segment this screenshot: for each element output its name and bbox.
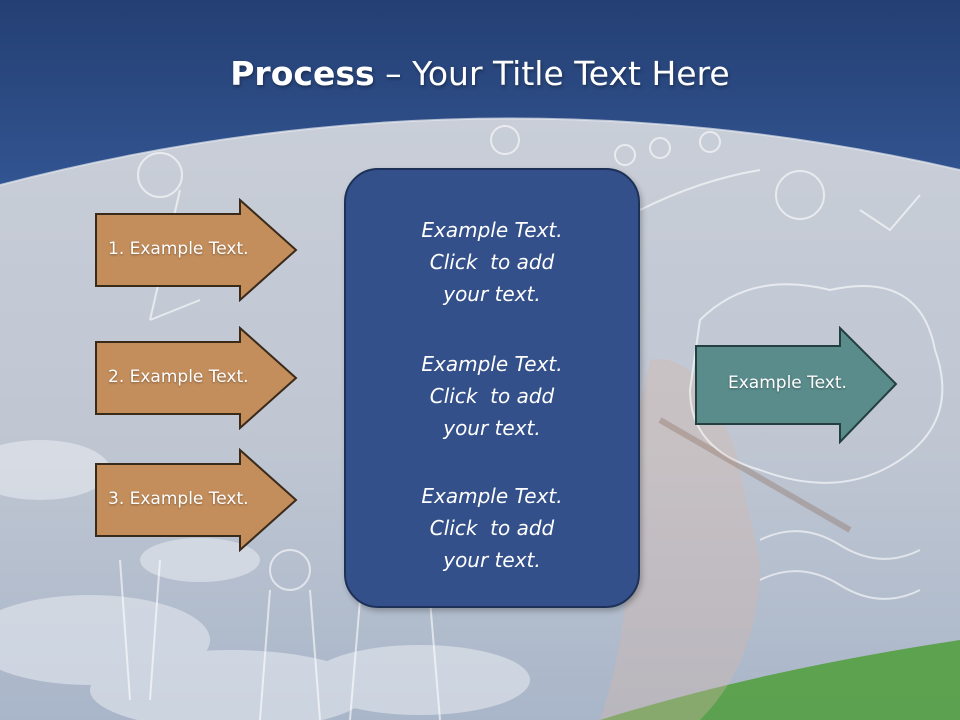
center-paragraph-2-line-2: Click to add — [429, 384, 555, 408]
left-arrow-2-label: 2. Example Text. — [108, 367, 249, 387]
center-paragraph-1-line-3: your text. — [443, 282, 541, 306]
center-paragraph-2-line-3: your text. — [443, 416, 541, 440]
center-text-box[interactable]: Example Text. Click to add your text. Ex… — [344, 168, 640, 608]
left-arrow-1-shape — [95, 198, 298, 302]
left-arrow-2[interactable]: 2. Example Text. — [94, 326, 300, 430]
left-arrow-3-label: 3. Example Text. — [108, 489, 249, 509]
left-arrow-2-shape — [95, 326, 298, 430]
left-arrow-3-shape — [95, 448, 298, 552]
center-paragraph-3-line-2: Click to add — [429, 516, 555, 540]
center-paragraph-3-line-1: Example Text. — [421, 484, 563, 508]
left-arrow-3[interactable]: 3. Example Text. — [94, 448, 300, 552]
center-paragraph-3-line-3: your text. — [443, 548, 541, 572]
center-paragraph-2-line-1: Example Text. — [421, 352, 563, 376]
left-arrow-1-label: 1. Example Text. — [108, 239, 249, 259]
center-paragraph-1-line-2: Click to add — [429, 250, 555, 274]
center-paragraph-3: Example Text. Click to add your text. — [346, 480, 638, 576]
left-arrow-1[interactable]: 1. Example Text. — [94, 198, 300, 302]
center-paragraph-1-line-1: Example Text. — [421, 218, 563, 242]
center-paragraph-2: Example Text. Click to add your text. — [346, 348, 638, 444]
right-arrow[interactable]: Example Text. — [694, 326, 900, 444]
right-arrow-shape — [695, 326, 898, 444]
center-paragraph-1: Example Text. Click to add your text. — [346, 214, 638, 310]
slide-title: Process – Your Title Text Here — [0, 52, 960, 96]
title-rest: – Your Title Text Here — [374, 54, 730, 93]
title-bold: Process — [230, 54, 375, 93]
right-arrow-label: Example Text. — [728, 373, 847, 393]
